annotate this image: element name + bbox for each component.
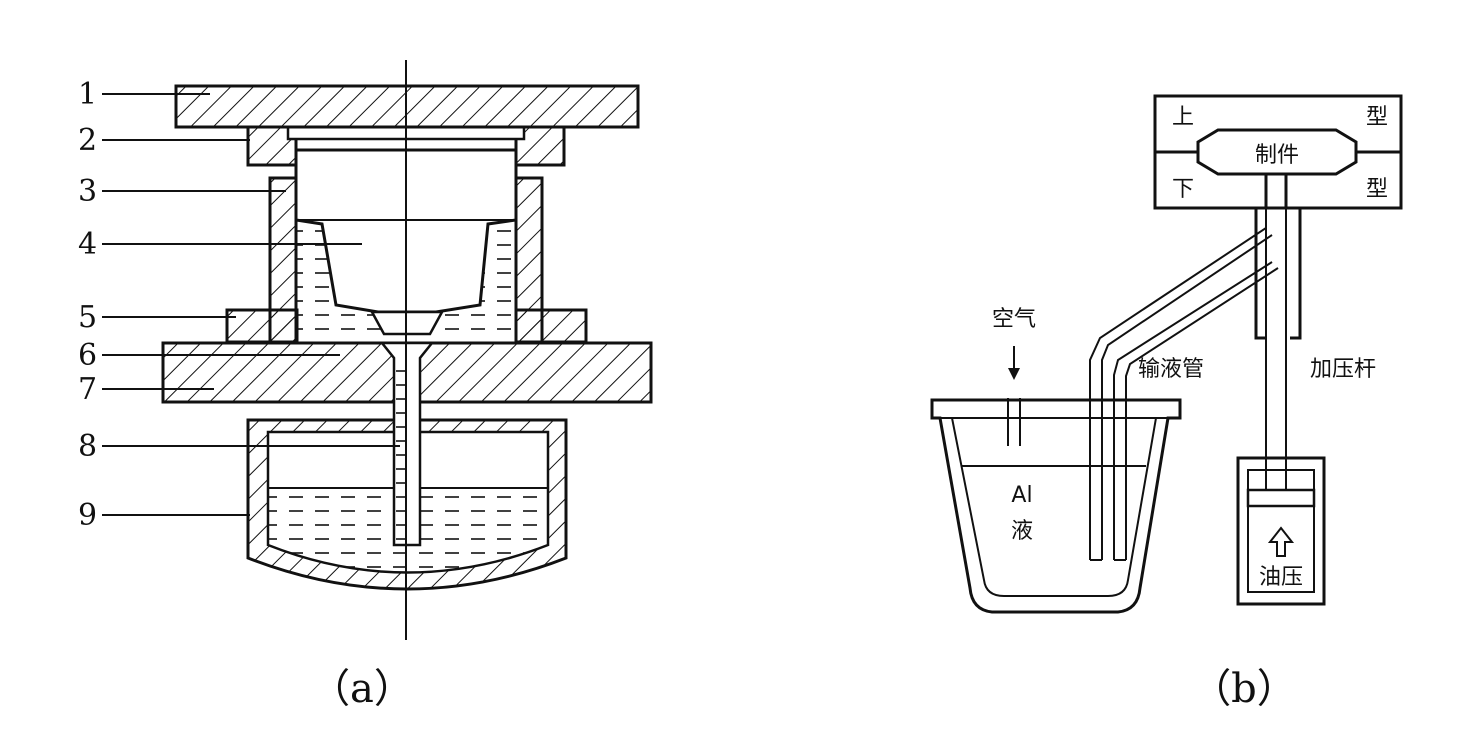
furnace [930, 398, 1182, 614]
figure-b: 上 型 下 型 制件 油压 [930, 94, 1403, 712]
label-6: 6 [78, 338, 97, 373]
caption-b: （b） [1191, 666, 1297, 712]
caption-a: （a） [310, 666, 414, 712]
casting-cavity [1196, 128, 1358, 176]
label-3: 3 [78, 174, 97, 209]
delivery-tube-label: 输液管 [1138, 357, 1204, 382]
upper-mold-char2: 型 [1366, 105, 1388, 130]
lower-mold-char2: 型 [1366, 177, 1388, 202]
label-2: 2 [78, 123, 97, 158]
al-label: Al [1011, 483, 1032, 508]
upper-mold-char1: 上 [1172, 105, 1194, 130]
figure-a: 1 2 3 4 5 6 7 8 9 （a） [78, 60, 653, 712]
mold-wall-left [268, 176, 298, 345]
mold-wall-right [514, 176, 544, 345]
leader-lines [102, 93, 400, 516]
piston [1246, 488, 1316, 508]
lower-mold-char1: 下 [1172, 177, 1194, 202]
press-rod-label: 加压杆 [1310, 357, 1376, 382]
label-9: 9 [78, 498, 97, 533]
oil-pressure-label: 油压 [1259, 565, 1303, 590]
label-1: 1 [78, 77, 97, 112]
label-4: 4 [78, 227, 97, 262]
casting-label: 制件 [1255, 143, 1299, 168]
label-7: 7 [78, 372, 97, 407]
liquid-label: 液 [1011, 519, 1033, 544]
label-8: 8 [78, 429, 97, 464]
hydraulic-cylinder [1236, 456, 1326, 606]
up-arrow-icon [1267, 526, 1295, 557]
air-pipe [1007, 398, 1021, 446]
air-label: 空气 [992, 307, 1036, 332]
label-5: 5 [78, 300, 97, 335]
